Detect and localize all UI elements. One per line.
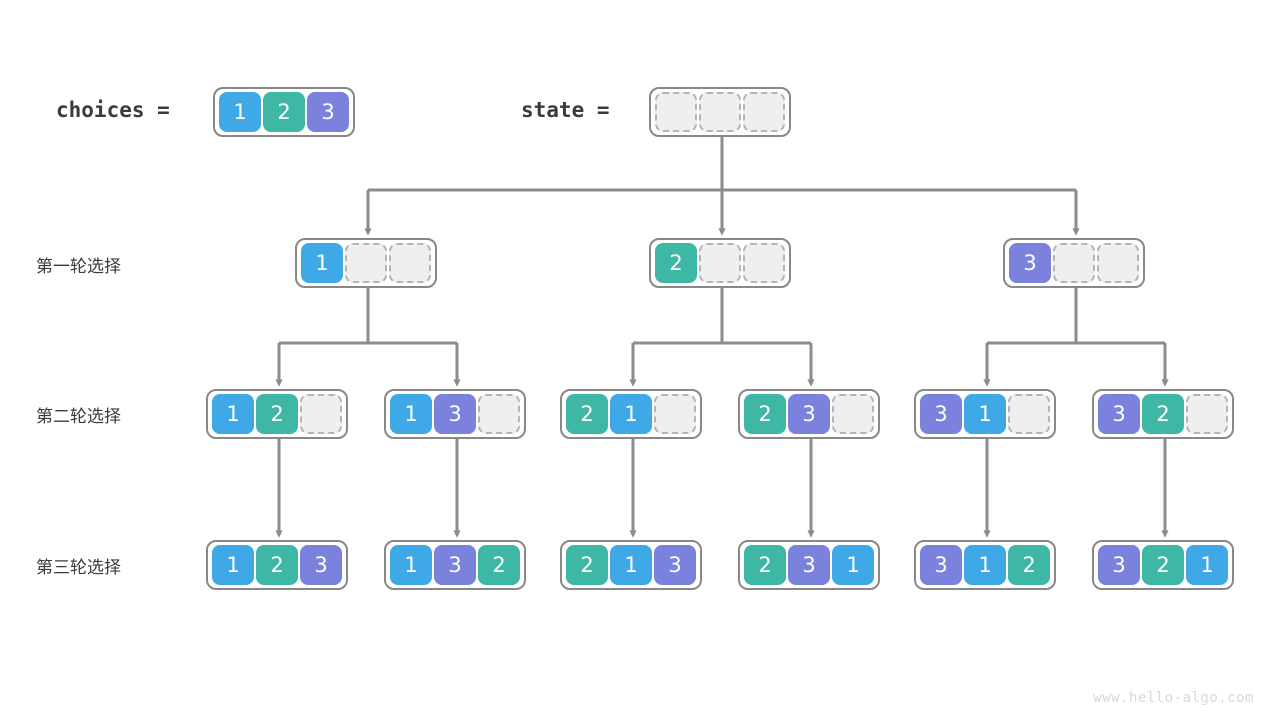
round3-node-3-cell-1: 3 <box>788 545 830 585</box>
row-label-round-1: 第一轮选择 <box>36 257 121 277</box>
choices-cell-1: 2 <box>263 92 305 132</box>
round3-node-2-cell-1: 1 <box>610 545 652 585</box>
round3-node-5-cell-1: 2 <box>1142 545 1184 585</box>
round2-node-2: 2 1 <box>560 389 702 439</box>
state-cell-1 <box>699 92 741 132</box>
row-label-round-3: 第三轮选择 <box>36 558 121 578</box>
round2-node-4-cell-2 <box>1008 394 1050 434</box>
round3-node-4: 3 1 2 <box>914 540 1056 590</box>
round1-node-0-cell-2 <box>389 243 431 283</box>
round3-node-0-cell-0: 1 <box>212 545 254 585</box>
round3-node-0: 1 2 3 <box>206 540 348 590</box>
choices-array: 1 2 3 <box>213 87 355 137</box>
round3-node-3: 2 3 1 <box>738 540 880 590</box>
choices-cell-2: 3 <box>307 92 349 132</box>
round3-node-0-cell-1: 2 <box>256 545 298 585</box>
round2-node-5-cell-1: 2 <box>1142 394 1184 434</box>
round2-node-1-cell-1: 3 <box>434 394 476 434</box>
round3-node-3-cell-0: 2 <box>744 545 786 585</box>
round2-node-1-cell-2 <box>478 394 520 434</box>
round2-node-3-cell-1: 3 <box>788 394 830 434</box>
round2-node-2-cell-1: 1 <box>610 394 652 434</box>
round3-node-5-cell-2: 1 <box>1186 545 1228 585</box>
state-cell-2 <box>743 92 785 132</box>
round2-node-2-cell-2 <box>654 394 696 434</box>
round3-node-2-cell-0: 2 <box>566 545 608 585</box>
round1-node-2: 3 <box>1003 238 1145 288</box>
choices-cell-0: 1 <box>219 92 261 132</box>
state-cell-0 <box>655 92 697 132</box>
round3-node-5-cell-0: 3 <box>1098 545 1140 585</box>
round3-node-4-cell-0: 3 <box>920 545 962 585</box>
round1-node-1-cell-1 <box>699 243 741 283</box>
round2-node-4-cell-1: 1 <box>964 394 1006 434</box>
round2-node-0-cell-2 <box>300 394 342 434</box>
round2-node-5-cell-2 <box>1186 394 1228 434</box>
round1-node-0-cell-0: 1 <box>301 243 343 283</box>
round3-node-1-cell-1: 3 <box>434 545 476 585</box>
round2-node-4: 3 1 <box>914 389 1056 439</box>
round2-node-0-cell-0: 1 <box>212 394 254 434</box>
choices-label: choices = <box>56 98 170 122</box>
round3-node-3-cell-2: 1 <box>832 545 874 585</box>
round2-node-4-cell-0: 3 <box>920 394 962 434</box>
round3-node-2: 2 1 3 <box>560 540 702 590</box>
round3-node-1-cell-0: 1 <box>390 545 432 585</box>
state-label: state = <box>521 98 610 122</box>
round1-node-0: 1 <box>295 238 437 288</box>
round1-node-0-cell-1 <box>345 243 387 283</box>
round1-node-1-cell-0: 2 <box>655 243 697 283</box>
round2-node-0: 1 2 <box>206 389 348 439</box>
state-array <box>649 87 791 137</box>
round1-node-1: 2 <box>649 238 791 288</box>
round2-node-2-cell-0: 2 <box>566 394 608 434</box>
round1-node-2-cell-0: 3 <box>1009 243 1051 283</box>
row-label-round-2: 第二轮选择 <box>36 407 121 427</box>
round2-node-5: 3 2 <box>1092 389 1234 439</box>
round3-node-4-cell-1: 1 <box>964 545 1006 585</box>
round3-node-2-cell-2: 3 <box>654 545 696 585</box>
round2-node-1: 1 3 <box>384 389 526 439</box>
round1-node-2-cell-1 <box>1053 243 1095 283</box>
round2-node-0-cell-1: 2 <box>256 394 298 434</box>
round2-node-3-cell-0: 2 <box>744 394 786 434</box>
round3-node-0-cell-2: 3 <box>300 545 342 585</box>
round3-node-1-cell-2: 2 <box>478 545 520 585</box>
round3-node-4-cell-2: 2 <box>1008 545 1050 585</box>
site-watermark: www.hello-algo.com <box>1093 690 1254 706</box>
round1-node-1-cell-2 <box>743 243 785 283</box>
round3-node-1: 1 3 2 <box>384 540 526 590</box>
round3-node-5: 3 2 1 <box>1092 540 1234 590</box>
round2-node-1-cell-0: 1 <box>390 394 432 434</box>
round1-node-2-cell-2 <box>1097 243 1139 283</box>
round2-node-3: 2 3 <box>738 389 880 439</box>
round2-node-5-cell-0: 3 <box>1098 394 1140 434</box>
round2-node-3-cell-2 <box>832 394 874 434</box>
